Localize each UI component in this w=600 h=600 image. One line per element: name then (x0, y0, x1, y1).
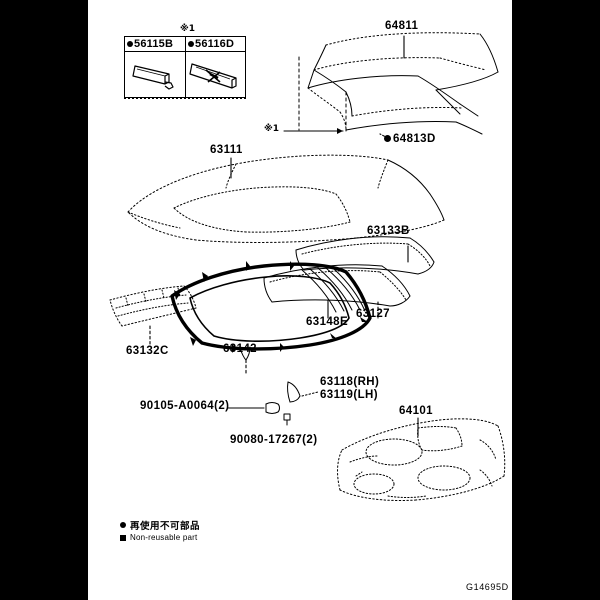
roof-headliner-art (337, 418, 506, 501)
reference-mark-upper-assembly: ※1 (264, 124, 280, 134)
non-reusable-marker-icon (384, 135, 391, 142)
package-tray-trim-art (283, 32, 499, 135)
callout-63111: 63111 (210, 144, 243, 156)
drip-channel-art (227, 381, 319, 426)
legend-english-text: Non-reusable part (130, 533, 198, 542)
inset-part-number-56115b: 56115B (134, 38, 174, 50)
legend-japanese-text: 再使用不可部品 (130, 521, 201, 532)
weatherstrip-joint-icon (186, 52, 245, 97)
leader-lines (149, 35, 419, 437)
inset-part-number-56116d: 56116D (195, 38, 235, 50)
callout-64813d-text: 64813D (393, 133, 436, 145)
non-reusable-marker-icon (127, 41, 133, 47)
weatherstrip-segment-icon (125, 52, 185, 97)
inset-cell-56116d: 56116D (185, 37, 245, 97)
non-reusable-marker-icon (120, 522, 126, 528)
callout-63132c: 63132C (126, 345, 169, 357)
inset-header-56115b: 56115B (125, 37, 185, 52)
inset-header-56116d: 56116D (186, 37, 245, 52)
inset-box-bottom-dotted-edge (124, 97, 246, 99)
callout-63118-rh: 63118(RH) (320, 376, 380, 388)
drawing-sheet: 56115B 56116D (88, 0, 512, 600)
non-reusable-square-marker-icon (120, 534, 126, 541)
sunroof-housing-art (170, 261, 372, 361)
roof-panel-art (127, 154, 445, 243)
callout-63127: 63127 (356, 308, 390, 320)
legend: 再使用不可部品 Non-reusable part (120, 518, 200, 543)
inset-cell-56115b: 56115B (125, 37, 185, 97)
legend-row-japanese: 再使用不可部品 (120, 518, 200, 532)
callout-64101: 64101 (399, 405, 433, 417)
callout-90080-17267: 90080-17267(2) (230, 434, 318, 446)
callout-63142: 63142 (223, 343, 257, 355)
callout-64811: 64811 (385, 20, 419, 32)
callout-63148e: 63148E (306, 316, 349, 328)
legend-row-english: Non-reusable part (120, 533, 200, 542)
diagram-artwork (88, 0, 512, 600)
roof-side-rail-art (109, 285, 197, 327)
inset-reference-box: 56115B 56116D (124, 36, 246, 98)
callout-63133b: 63133B (367, 225, 410, 237)
callout-90105-a0064: 90105-A0064(2) (140, 400, 230, 412)
callout-63119-lh: 63119(LH) (320, 389, 378, 401)
reference-mark-inset: ※1 (180, 24, 196, 34)
non-reusable-marker-icon (188, 41, 194, 47)
diagram-id-code: G14695D (466, 582, 509, 592)
callout-64813d: 64813D (384, 133, 436, 146)
